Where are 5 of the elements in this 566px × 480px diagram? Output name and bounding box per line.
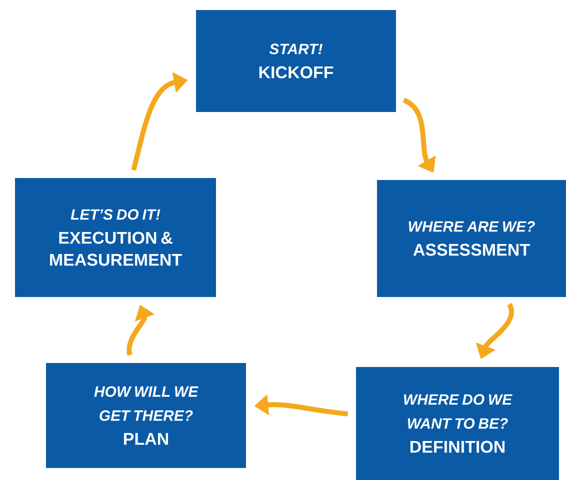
process-box: START! KICKOFF — [196, 10, 396, 112]
process-box: WHERE DO WE WANT TO BE? DEFINITION — [356, 366, 559, 480]
process-box: HOW WILL WE GET THERE? PLAN — [46, 362, 246, 468]
process-box: WHERE ARE WE? ASSESSMENT — [377, 180, 566, 297]
process-box: LET’S DO IT! EXECUTION & MEASUREMENT — [15, 178, 216, 297]
